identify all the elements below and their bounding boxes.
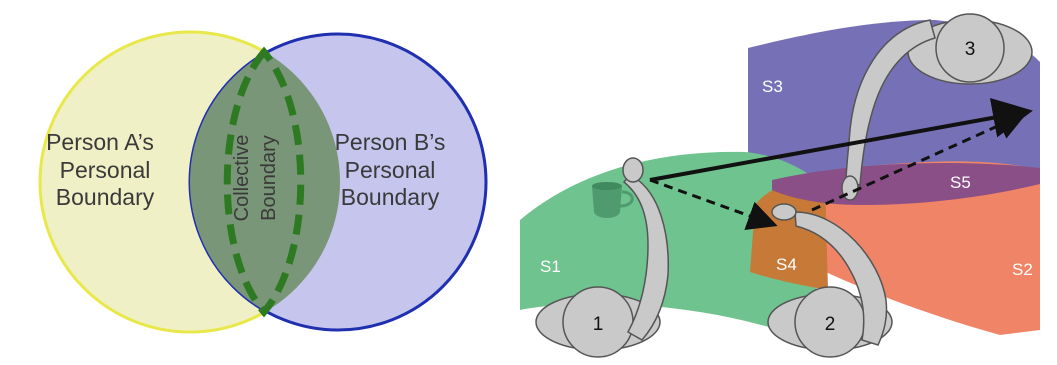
interaction-scene: S3 S5 S4 S1 S2 1 2 3 xyxy=(520,13,1040,358)
person-3-figure xyxy=(841,13,1033,201)
person-a-label-line2: Personal xyxy=(60,157,151,183)
person-1-label: 1 xyxy=(593,314,604,335)
collective-lens xyxy=(190,34,340,330)
collective-label-line2: Boundary xyxy=(258,135,280,221)
person-a-label-line1: Person A’s xyxy=(46,129,154,155)
person-2-label: 2 xyxy=(825,314,836,335)
solid-arrow xyxy=(649,98,1033,182)
sector-s1-label: S1 xyxy=(540,257,561,276)
dashed-arrow-to-s3 xyxy=(811,111,1028,212)
sector-s4-label: S4 xyxy=(776,255,797,274)
person-2-figure xyxy=(767,203,893,358)
sector-s2 xyxy=(760,161,1040,335)
person-b-label-line1: Person B’s xyxy=(335,129,446,155)
venn-diagram: Person A’s Personal Boundary Person B’s … xyxy=(0,0,505,365)
person-b-label-line3: Boundary xyxy=(341,184,440,210)
dashed-arrow-to-s4 xyxy=(649,178,778,230)
collective-boundary-dashed xyxy=(223,46,305,318)
person-b-label-line2: Personal xyxy=(345,157,436,183)
coffee-cup-icon xyxy=(592,182,634,218)
sector-s5 xyxy=(772,163,1040,205)
sector-s2-label: S2 xyxy=(1012,260,1033,279)
person-a-label-line3: Boundary xyxy=(56,184,155,210)
sector-s5-label: S5 xyxy=(950,173,971,192)
person-1-figure xyxy=(535,157,669,358)
person-3-label: 3 xyxy=(965,39,976,60)
collective-label-line1: Collective xyxy=(231,135,253,222)
sector-s3-label: S3 xyxy=(762,77,783,96)
